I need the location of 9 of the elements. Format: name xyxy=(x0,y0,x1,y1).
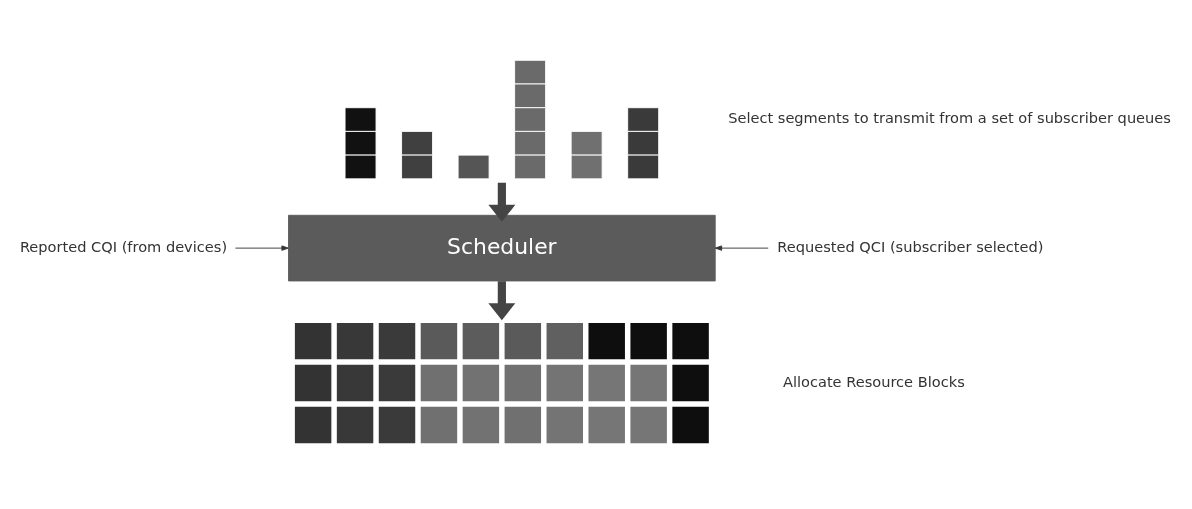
node-text: Reported CQI (from devices) xyxy=(19,237,228,255)
arrow xyxy=(235,245,289,251)
node-box: Scheduler xyxy=(288,214,716,282)
label: Select segments to transmit from a set of subscriber queues xyxy=(728,109,1171,127)
arrow xyxy=(488,281,516,321)
arrow xyxy=(488,182,516,222)
node-text: Requested QCI (subscriber selected) xyxy=(777,237,1044,255)
label: Allocate Resource Blocks xyxy=(782,372,965,390)
arrow xyxy=(714,245,769,251)
